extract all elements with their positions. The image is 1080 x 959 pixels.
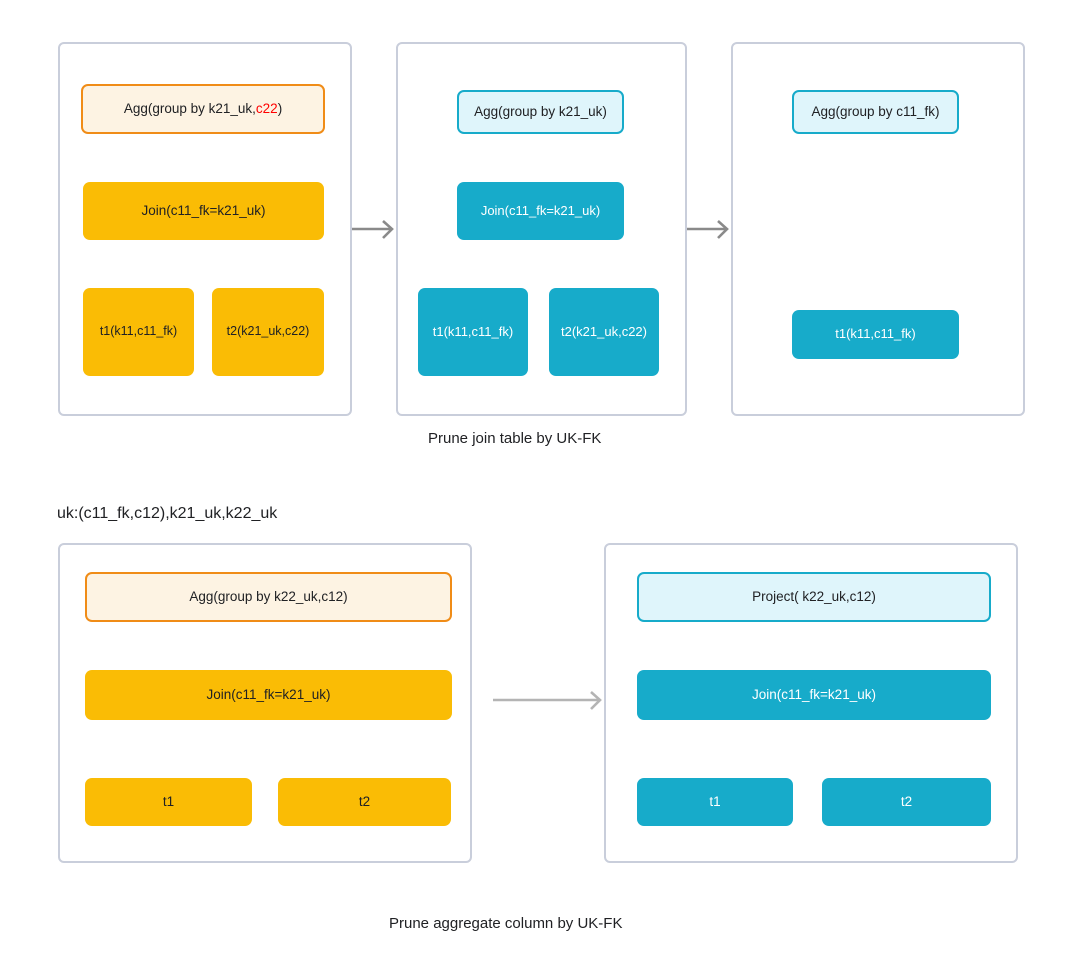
uk-constraint-label: uk:(c11_fk,c12),k21_uk,k22_uk	[57, 505, 278, 522]
agg-label-suffix: )	[277, 100, 283, 116]
caption-bottom: Prune aggregate column by UK-FK	[389, 915, 623, 932]
node-agg-bottom-1[interactable]: Agg(group by k22_uk,c12)	[85, 572, 452, 622]
node-table-t2-top-2[interactable]: t2(k21_uk,c22)	[549, 288, 659, 376]
node-table-t2-top-1[interactable]: t2(k21_uk,c22)	[212, 288, 324, 376]
node-table-t2-bottom-2[interactable]: t2	[822, 778, 991, 826]
node-table-t1-bottom-2[interactable]: t1	[637, 778, 793, 826]
step-arrowhead-2	[717, 220, 729, 239]
node-table-t1-bottom-1[interactable]: t1	[85, 778, 252, 826]
node-join-top-2[interactable]: Join(c11_fk=k21_uk)	[457, 182, 624, 240]
node-agg-top-1[interactable]: Agg(group by k21_uk,c22)	[81, 84, 325, 134]
node-join-bottom-1[interactable]: Join(c11_fk=k21_uk)	[85, 670, 452, 720]
agg-label-highlight: c22	[255, 100, 278, 116]
step-arrowhead-3	[590, 691, 602, 710]
node-table-t2-bottom-1[interactable]: t2	[278, 778, 451, 826]
node-agg-top-3[interactable]: Agg(group by c11_fk)	[792, 90, 959, 134]
node-table-t1-top-1[interactable]: t1(k11,c11_fk)	[83, 288, 194, 376]
node-join-top-1[interactable]: Join(c11_fk=k21_uk)	[83, 182, 324, 240]
node-join-bottom-2[interactable]: Join(c11_fk=k21_uk)	[637, 670, 991, 720]
node-table-t1-top-3[interactable]: t1(k11,c11_fk)	[792, 310, 959, 359]
agg-label-prefix: Agg(group by k21_uk,	[123, 100, 256, 116]
node-project-bottom-2[interactable]: Project( k22_uk,c12)	[637, 572, 991, 622]
node-table-t1-top-2[interactable]: t1(k11,c11_fk)	[418, 288, 528, 376]
step-arrowhead-1	[382, 220, 394, 239]
node-agg-top-2[interactable]: Agg(group by k21_uk)	[457, 90, 624, 134]
caption-top: Prune join table by UK-FK	[428, 430, 602, 447]
